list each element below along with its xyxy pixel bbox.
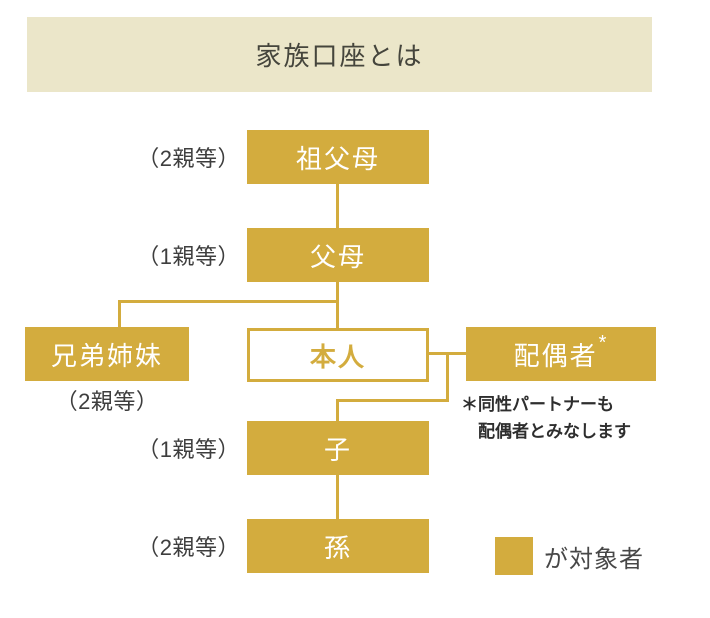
legend-label: が対象者 bbox=[544, 545, 644, 573]
connector-siblings-branch-horizontal bbox=[118, 300, 339, 303]
connector-grandparents-parents bbox=[336, 184, 339, 228]
legend: が対象者 bbox=[495, 537, 644, 575]
degree-label-grandparents: （2親等） bbox=[137, 146, 240, 171]
connector-child-grandchild bbox=[336, 473, 339, 519]
node-child: 子 bbox=[247, 421, 429, 475]
node-self: 本人 bbox=[247, 328, 429, 382]
connector-couple-down bbox=[446, 352, 449, 402]
node-spouse-label: 配偶者 bbox=[513, 340, 598, 371]
node-parents: 父母 bbox=[247, 228, 429, 282]
connector-child-branch-vertical bbox=[336, 399, 339, 421]
connector-child-branch-horizontal bbox=[336, 399, 449, 402]
spouse-footnote: ＊同性パートナーも 配偶者とみなします bbox=[461, 391, 671, 445]
degree-label-child: （1親等） bbox=[137, 437, 240, 462]
connector-siblings-branch-vertical bbox=[118, 300, 121, 327]
diagram-title: 家族口座とは bbox=[27, 17, 652, 92]
node-grandparents: 祖父母 bbox=[247, 130, 429, 184]
footnote-line-1: ＊同性パートナーも bbox=[461, 395, 614, 414]
degree-label-grandchild: （2親等） bbox=[137, 535, 240, 560]
node-siblings: 兄弟姉妹 bbox=[25, 327, 189, 381]
degree-label-parents: （1親等） bbox=[137, 244, 240, 269]
legend-gold-swatch bbox=[495, 537, 533, 575]
node-grandchild: 孫 bbox=[247, 519, 429, 573]
node-spouse: 配偶者 * bbox=[466, 327, 656, 381]
connector-parents-self bbox=[336, 281, 339, 328]
spouse-asterisk: * bbox=[598, 332, 609, 354]
footnote-line-2: 配偶者とみなします bbox=[478, 422, 631, 442]
degree-label-siblings: （2親等） bbox=[55, 389, 159, 414]
